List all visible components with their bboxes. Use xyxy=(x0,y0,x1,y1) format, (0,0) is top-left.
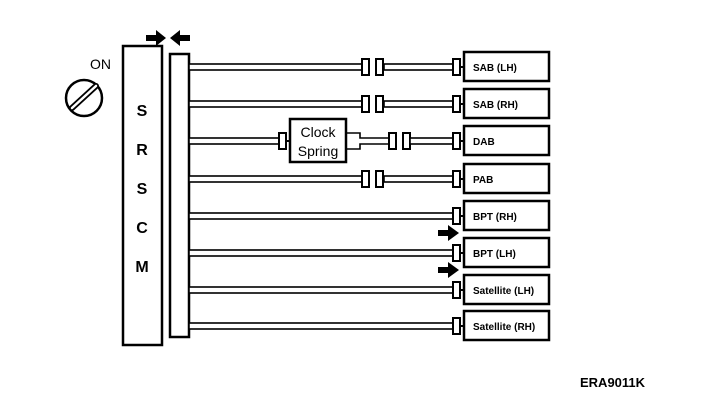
srscm-letter-1: S xyxy=(137,103,148,120)
connector-plug xyxy=(361,170,370,188)
connector-plug xyxy=(452,58,461,76)
output-box xyxy=(462,273,551,306)
connector-plug xyxy=(452,244,461,262)
connector-plug xyxy=(402,132,411,150)
output-row: PAB xyxy=(188,162,551,195)
output-box xyxy=(462,124,551,157)
ignition-switch: ON xyxy=(64,56,111,118)
output-label: Satellite (LH) xyxy=(473,286,534,297)
srscm-letter-4: C xyxy=(136,220,148,237)
clock-spring-label-2: Spring xyxy=(298,143,338,159)
output-row: BPT (LH) xyxy=(188,236,551,269)
clock-spring-label-1: Clock xyxy=(300,124,336,140)
connector-plug xyxy=(375,170,384,188)
output-label: BPT (RH) xyxy=(473,212,517,223)
connector-plug xyxy=(452,95,461,113)
output-label: DAB xyxy=(473,137,495,148)
figure-reference: ERA9011K xyxy=(580,375,646,390)
module-connector-bar xyxy=(168,52,191,339)
output-label: SAB (RH) xyxy=(473,100,518,111)
srscm-letter-3: S xyxy=(137,181,148,198)
bpt-lh-arrow-icon xyxy=(438,262,459,278)
output-row: SAB (LH) xyxy=(188,50,551,83)
output-row: Satellite (RH) xyxy=(188,309,551,342)
connector-arrows xyxy=(146,30,190,46)
output-label: PAB xyxy=(473,175,493,186)
output-box xyxy=(462,236,551,269)
output-row: Satellite (LH) xyxy=(188,273,551,306)
output-box xyxy=(462,162,551,195)
bpt-rh-arrow-icon xyxy=(438,225,459,241)
connector-plug xyxy=(388,132,397,150)
connector-plug xyxy=(361,58,370,76)
arrow-right-icon xyxy=(146,30,166,46)
connector-plug xyxy=(375,58,384,76)
ignition-on-label: ON xyxy=(90,56,111,72)
connector-plug xyxy=(452,132,461,150)
clock-spring: Clock Spring xyxy=(288,117,348,164)
output-row: DAB xyxy=(188,124,551,157)
connector-plug xyxy=(452,317,461,335)
srscm-letter-2: R xyxy=(136,142,148,159)
connector-plug xyxy=(452,281,461,299)
output-label: Satellite (RH) xyxy=(473,322,535,333)
output-rows: SAB (LH) SAB (RH) DAB PAB BPT (RH) BPT (LH) Sa… xyxy=(188,50,551,342)
connector-plug xyxy=(375,95,384,113)
output-box xyxy=(462,87,551,120)
srscm-letter-5: M xyxy=(135,259,148,276)
connector-plug xyxy=(278,132,287,150)
output-box xyxy=(462,309,551,342)
output-row: SAB (RH) xyxy=(188,87,551,120)
output-box xyxy=(462,199,551,232)
output-row: BPT (RH) xyxy=(188,199,551,232)
connector-plug xyxy=(452,207,461,225)
srscm-module: S R S C M xyxy=(121,44,164,347)
output-label: SAB (LH) xyxy=(473,63,517,74)
output-box xyxy=(462,50,551,83)
connector-plug xyxy=(452,170,461,188)
output-label: BPT (LH) xyxy=(473,249,516,260)
connector-plug xyxy=(361,95,370,113)
arrow-left-icon xyxy=(170,30,190,46)
